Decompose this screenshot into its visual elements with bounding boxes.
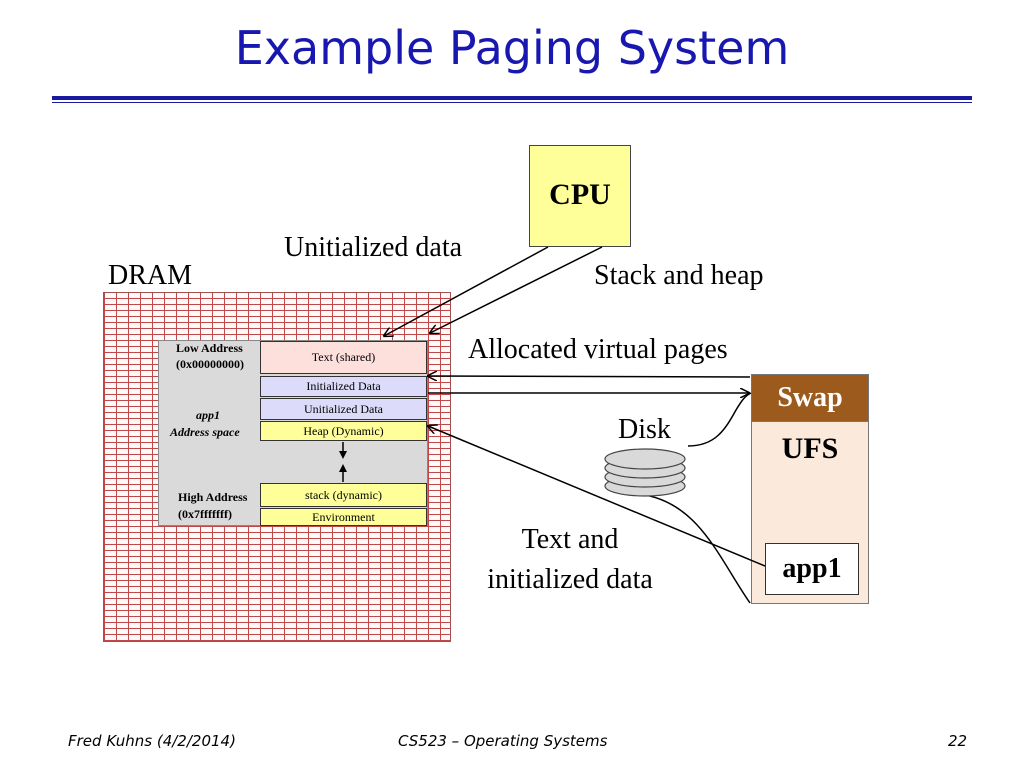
footer-page-number: 22 [948, 732, 968, 750]
app1-to-dram-arrow [428, 426, 766, 567]
disk-label: Disk [618, 414, 671, 445]
disk-to-ufs-curve [644, 494, 751, 604]
slide-title: Example Paging System [234, 21, 790, 75]
segment-initialized-data: Initialized Data [260, 376, 427, 397]
text-and-init-line2: initialized data [487, 564, 653, 595]
swap-label: Swap [777, 382, 843, 413]
cpu-to-dram-arrow-left [384, 246, 549, 336]
cpu-box [529, 145, 631, 247]
app1-file-box [765, 543, 859, 595]
swap-box [751, 374, 869, 422]
high-address-value: (0x7fffffff) [178, 507, 232, 521]
high-address-label: High Address [178, 490, 248, 504]
title-rule-thin [52, 102, 972, 103]
swap-to-text-arrow [428, 376, 751, 377]
dram-label: DRAM [108, 260, 193, 291]
low-address-value: (0x00000000) [176, 357, 244, 371]
footer-course: CS523 – Operating Systems [398, 732, 608, 750]
title-rule-thick [52, 96, 972, 100]
disk-stack-icon [604, 448, 686, 497]
segment-environment: Environment [260, 508, 427, 526]
segment-heap: Heap (Dynamic) [260, 421, 427, 441]
ufs-label: UFS [781, 432, 839, 465]
cpu-to-dram-arrow-right [430, 246, 603, 333]
address-space-caption: Address space [170, 425, 240, 439]
disk-to-swap-curve [687, 392, 752, 447]
stack-and-heap-annotation: Stack and heap [594, 260, 764, 291]
allocated-virtual-pages-annotation: Allocated virtual pages [468, 334, 728, 365]
text-and-init-line1: Text and [521, 524, 619, 555]
cpu-label: CPU [549, 178, 611, 211]
low-address-label: Low Address [176, 341, 243, 355]
app1-file-label: app1 [782, 553, 842, 584]
address-space-name: app1 [196, 408, 220, 422]
footer-author: Fred Kuhns (4/2/2014) [68, 732, 236, 750]
segment-text-shared: Text (shared) [260, 341, 427, 374]
unitialized-data-annotation: Unitialized data [284, 232, 463, 263]
segment-unitialized-data: Unitialized Data [260, 398, 427, 420]
segment-stack: stack (dynamic) [260, 483, 427, 507]
